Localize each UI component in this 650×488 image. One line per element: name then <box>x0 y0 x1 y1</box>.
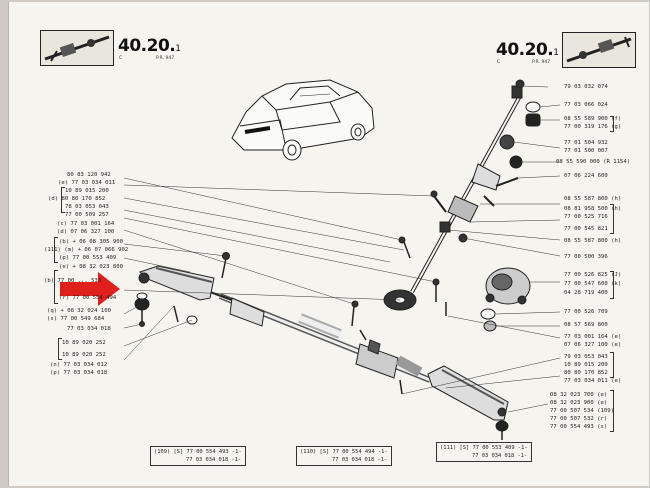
left-label: (c) 77 03 001 164 <box>57 221 115 227</box>
right-label: 80 80 170 852 <box>564 370 608 376</box>
right-label: 77 00 319 176 (g) <box>564 124 622 130</box>
left-pr-label: P.R. 947 <box>156 56 175 61</box>
right-label: 77 03 034 011 (e) <box>564 378 622 384</box>
left-track-rod <box>134 252 230 327</box>
footer-reference-109: (109) [S] 77 00 554 493 -1- 77 03 034 01… <box>150 446 246 466</box>
right-label: 08 32 023 900 (e) <box>550 400 608 406</box>
right-label: 77 00 526 825 (J) <box>564 272 622 278</box>
right-pr-label: P.R. 947 <box>532 60 551 65</box>
right-label: 04 28 719 400 <box>564 290 608 296</box>
right-label: 08 32 023 700 (e) <box>550 392 608 398</box>
right-label: 77 00 554 493 (s) <box>550 424 608 430</box>
left-brace <box>54 270 58 304</box>
left-label: 77 00 509 257 <box>65 212 109 218</box>
right-label: 77 00 507 534 (109) <box>550 408 614 414</box>
left-label: (b) 77 00 ... 533 <box>44 278 102 284</box>
right-label: 77 01 500 007 <box>564 148 608 154</box>
left-label: 80 83 120 942 <box>67 172 111 178</box>
left-label: (111) (m) + 06 07 066 902 <box>44 247 129 253</box>
left-c-label: C <box>119 56 123 61</box>
right-label: 10 89 015 200 <box>564 362 608 368</box>
right-label: 77 00 545 821 <box>564 226 608 232</box>
right-section-number: 40.20.1 <box>496 40 559 60</box>
left-label: (d) 07 06 327 100 <box>57 229 115 235</box>
left-label: 78 03 053 043 <box>65 204 109 210</box>
left-brace <box>61 187 65 213</box>
right-label: 77 01 504 932 <box>564 140 608 146</box>
left-section-number: 40.20.1 <box>118 36 181 56</box>
right-label: 79 03 053 043 <box>564 354 608 360</box>
left-label: 10 89 015 200 <box>65 188 109 194</box>
left-label: (p) 77 03 034 018 <box>50 370 108 376</box>
right-label: 77 00 526 709 <box>564 309 608 315</box>
red-arrow-icon <box>60 272 120 306</box>
left-label: 10 89 020 252 <box>62 340 106 346</box>
left-label: (p) 77 00 553 409 <box>59 255 117 261</box>
right-label: 08 81 958 500 (h) <box>564 206 622 212</box>
leader-lines <box>123 85 561 413</box>
right-label: 08 55 589 900 (f) <box>564 116 622 122</box>
left-label: (r) 77 00 554 494 <box>59 295 117 301</box>
right-thumbnail <box>562 32 636 68</box>
left-label: (q) + 08 32 024 100 <box>47 308 111 314</box>
right-label: 77 03 001 164 (e) <box>564 334 622 340</box>
right-brace <box>610 390 614 432</box>
right-brace <box>610 352 614 378</box>
right-label: 77 00 547 600 (k) <box>564 281 622 287</box>
steering-rack-thumbnail-icon <box>44 35 110 62</box>
left-brace <box>58 338 62 360</box>
right-label: 79 03 032 074 <box>564 84 608 90</box>
car-illustration <box>231 79 375 161</box>
right-label: 07 06 327 100 (e) <box>564 342 622 348</box>
left-thumbnail <box>40 30 114 66</box>
left-label: (n) 77 03 034 012 <box>50 362 108 368</box>
right-label: 77 00 525 716 <box>564 214 608 220</box>
steering-rack <box>209 291 447 395</box>
left-label: (e) + 08 32 023 800 <box>59 264 123 270</box>
right-label: 08 55 587 800 (h) <box>564 238 622 244</box>
left-label: (b) + 06 08 305 900 <box>59 239 123 245</box>
right-label: 77 00 507 532 (r) <box>550 416 608 422</box>
footer-reference-111: (111) [S] 77 00 553 409 -1- 77 03 034 01… <box>436 442 532 462</box>
left-label: (e) 77 03 034 011 <box>58 180 116 186</box>
right-brace <box>610 116 614 132</box>
steering-column <box>351 79 541 327</box>
right-label: 08 55 590 000 (R 1154) <box>556 159 631 165</box>
footer-reference-110: (110) [S] 77 00 554 494 -1- 77 03 034 01… <box>296 446 392 466</box>
right-label: 08 55 587 800 (h) <box>564 196 622 202</box>
right-c-label: C <box>497 60 501 65</box>
steering-rack-thumbnail-icon <box>566 36 632 63</box>
left-label: 77 03 034 018 <box>67 326 111 332</box>
right-label: 07 06 224 600 <box>564 173 608 179</box>
left-label: (s) 77 00 549 684 <box>47 316 105 322</box>
right-label: 08 57 569 800 <box>564 322 608 328</box>
rubber-mount <box>480 267 531 332</box>
left-label: 10 89 020 252 <box>62 352 106 358</box>
right-track-rod <box>427 365 509 440</box>
left-brace <box>54 237 58 263</box>
right-brace <box>610 271 614 299</box>
right-label: 77 00 500 396 <box>564 254 608 260</box>
right-brace <box>610 204 614 234</box>
left-label: (d) 80 80 170 852 <box>48 196 106 202</box>
right-label: 77 03 066 024 <box>564 102 608 108</box>
